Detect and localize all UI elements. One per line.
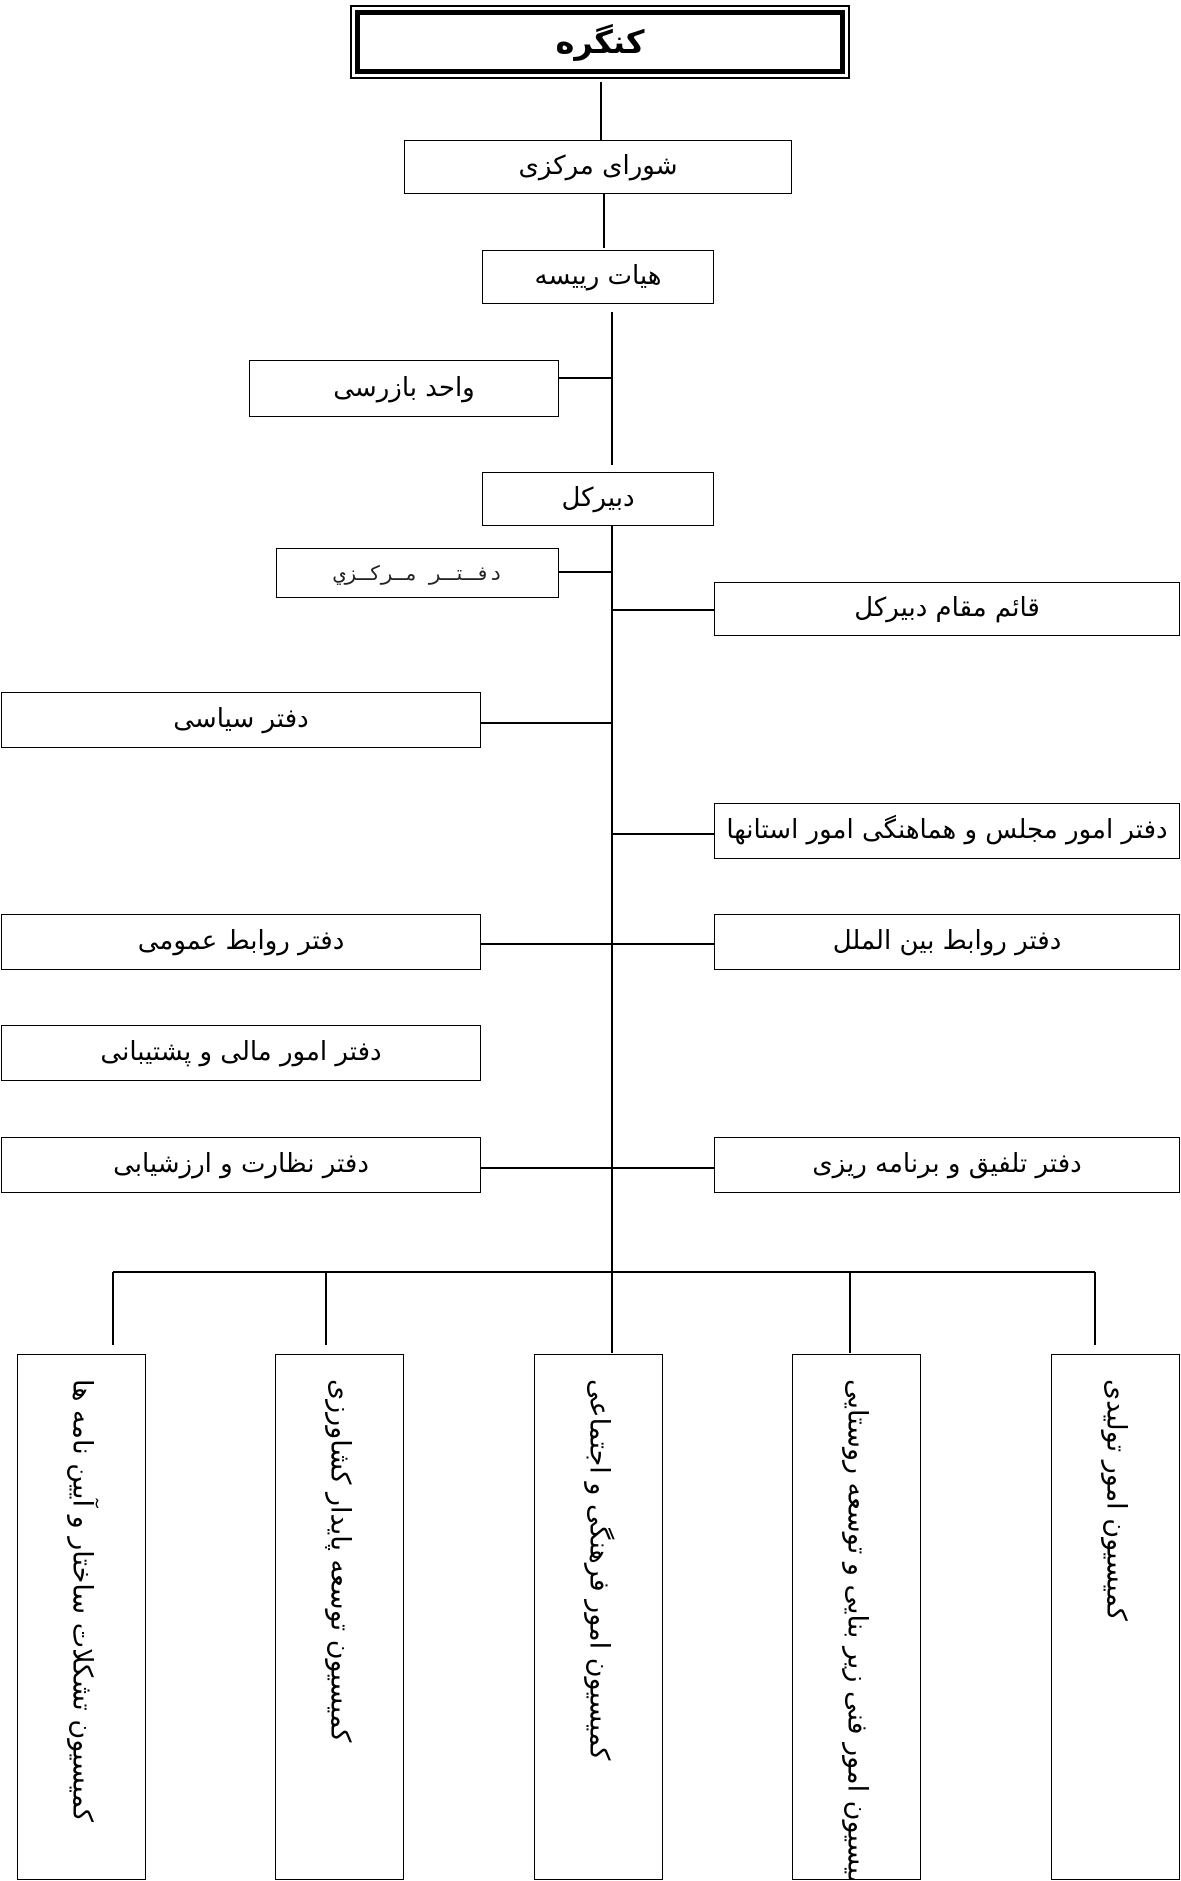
political-office-label: دفتر سیاسی xyxy=(173,704,309,735)
public-relations-label: دفتر روابط عمومی xyxy=(137,926,345,957)
inspection-unit-label: واحد بازرسی xyxy=(333,372,475,403)
commission-box: کمیسیون امور فرهنگی و اجتماعی xyxy=(534,1354,663,1880)
commission-label: کمیسیون امور فرهنگی و اجتماعی xyxy=(583,1379,615,1761)
parliament-office-box: دفتر امور مجلس و هماهنگی امور استانها xyxy=(714,803,1180,859)
planning-office-box: دفتر تلفیق و برنامه ریزی xyxy=(714,1137,1180,1193)
central-office-box: دفـتـر مـركـزي xyxy=(276,548,559,598)
commission-box: کمیسیون توسعه پایدار کشاورزی xyxy=(275,1354,404,1880)
commission-label: کمیسیون تشکلات ساختار و آیین نامه ها xyxy=(66,1379,98,1823)
commission-label: کمیسیون توسعه پایدار کشاورزی xyxy=(324,1379,356,1743)
international-relations-label: دفتر روابط بین الملل xyxy=(832,926,1062,957)
commission-label: کمیسیون امور تولیدی xyxy=(1100,1379,1132,1621)
central-council-box: شورای مرکزی xyxy=(404,140,792,194)
commission-label: کمیسیون امور فنی زیر بنایی و توسعه روستا… xyxy=(841,1379,873,1880)
public-relations-box: دفتر روابط عمومی xyxy=(1,914,481,970)
central-council-label: شورای مرکزی xyxy=(518,151,678,182)
finance-office-box: دفتر امور مالی و پشتیبانی xyxy=(1,1025,481,1081)
supervision-office-label: دفتر نظارت و ارزشیابی xyxy=(113,1149,369,1180)
congress-label: کنگره xyxy=(555,23,645,61)
commission-box: کمیسیون امور فنی زیر بنایی و توسعه روستا… xyxy=(792,1354,921,1880)
commission-box: کمیسیون امور تولیدی xyxy=(1051,1354,1180,1880)
deputy-secretary-label: قائم مقام دبیرکل xyxy=(854,593,1040,624)
finance-office-label: دفتر امور مالی و پشتیبانی xyxy=(100,1037,382,1068)
international-relations-box: دفتر روابط بین الملل xyxy=(714,914,1180,970)
secretary-general-box: دبیرکل xyxy=(482,472,714,526)
secretary-general-label: دبیرکل xyxy=(561,483,635,514)
supervision-office-box: دفتر نظارت و ارزشیابی xyxy=(1,1137,481,1193)
commission-box: کمیسیون تشکلات ساختار و آیین نامه ها xyxy=(17,1354,146,1880)
deputy-secretary-box: قائم مقام دبیرکل xyxy=(714,582,1180,636)
board-box: هیات رییسه xyxy=(482,250,714,304)
planning-office-label: دفتر تلفیق و برنامه ریزی xyxy=(812,1149,1082,1180)
inspection-unit-box: واحد بازرسی xyxy=(249,360,559,417)
central-office-label: دفـتـر مـركـزي xyxy=(333,561,502,585)
board-label: هیات رییسه xyxy=(534,261,662,292)
congress-box: کنگره xyxy=(350,5,850,79)
parliament-office-label: دفتر امور مجلس و هماهنگی امور استانها xyxy=(726,815,1168,846)
political-office-box: دفتر سیاسی xyxy=(1,692,481,748)
